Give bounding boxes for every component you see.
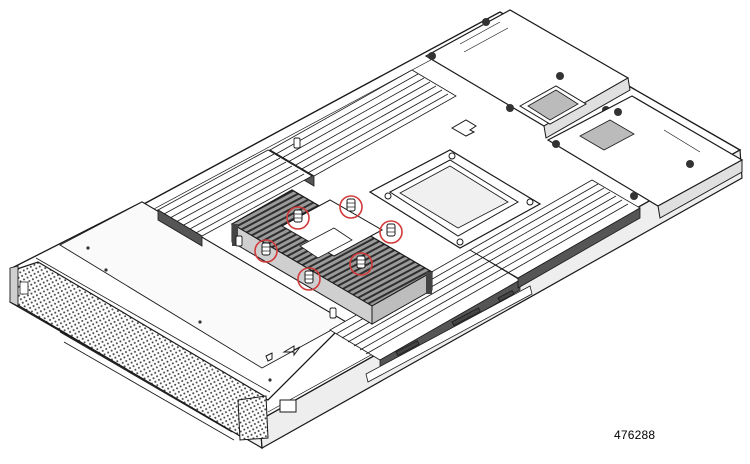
figure-id-label: 476288 bbox=[614, 428, 656, 442]
rear-riser-lower bbox=[548, 96, 742, 218]
screw-callout-4 bbox=[255, 240, 277, 262]
dimm-bank-left-lower bbox=[158, 150, 312, 246]
heatsink-screw-callouts bbox=[255, 196, 402, 290]
front-bezel-mesh bbox=[10, 262, 268, 440]
cpu-socket-empty bbox=[370, 150, 540, 248]
screw-callout-3 bbox=[380, 221, 402, 243]
small-bracket bbox=[452, 120, 476, 136]
standoffs bbox=[236, 138, 336, 318]
screw-callout-1 bbox=[287, 207, 309, 229]
rear-latch-icons bbox=[266, 346, 300, 412]
dimm-bank-right-upper bbox=[470, 180, 640, 288]
screw-callout-6 bbox=[298, 268, 320, 290]
rear-riser-upper bbox=[426, 10, 630, 138]
screw-callout-2 bbox=[340, 196, 362, 218]
screw-callout-5 bbox=[350, 253, 372, 275]
front-edge-connectors bbox=[366, 286, 532, 382]
